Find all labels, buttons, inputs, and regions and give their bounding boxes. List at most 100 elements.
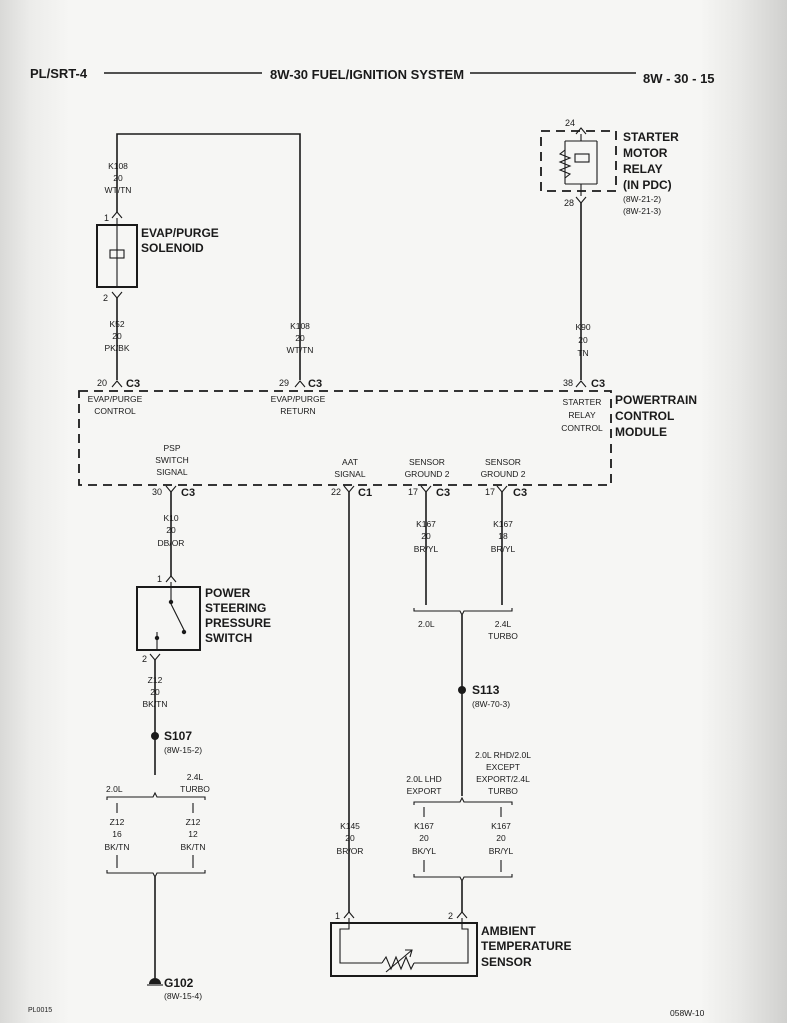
pcm-pin-sensor-ground-a: SENSOR GROUND 2 17 C3 — [405, 457, 451, 499]
svg-text:BR/YL: BR/YL — [489, 846, 514, 856]
svg-text:STARTER: STARTER — [563, 397, 602, 407]
svg-text:SIGNAL: SIGNAL — [156, 467, 187, 477]
component-label: MOTOR — [623, 146, 668, 160]
svg-text:2.0L: 2.0L — [418, 619, 435, 629]
svg-text:K52: K52 — [109, 319, 124, 329]
svg-text:22: 22 — [331, 487, 341, 497]
svg-text:MODULE: MODULE — [615, 425, 667, 439]
svg-text:Z12: Z12 — [148, 675, 163, 685]
svg-text:20: 20 — [295, 333, 305, 343]
svg-text:1: 1 — [104, 213, 109, 223]
svg-text:SENSOR: SENSOR — [481, 955, 532, 969]
powertrain-control-module-box — [78, 390, 612, 486]
svg-text:RETURN: RETURN — [280, 406, 315, 416]
svg-text:K108: K108 — [108, 161, 128, 171]
svg-text:2.0L: 2.0L — [106, 784, 123, 794]
wire-label-k167-d: K167 20 BR/YL — [489, 821, 514, 856]
svg-text:20: 20 — [150, 687, 160, 697]
svg-text:SIGNAL: SIGNAL — [334, 469, 365, 479]
svg-text:SOLENOID: SOLENOID — [141, 241, 204, 255]
wire-label-z12-mid: Z12 20 BK/TN — [142, 675, 167, 709]
svg-text:EVAP/PURGE: EVAP/PURGE — [88, 394, 143, 404]
svg-text:1: 1 — [157, 574, 162, 584]
svg-text:20: 20 — [97, 378, 107, 388]
svg-text:GROUND 2: GROUND 2 — [405, 469, 450, 479]
wire-label-k167-c: K167 20 BK/YL — [412, 821, 436, 856]
svg-text:BK/TN: BK/TN — [180, 842, 205, 852]
variant-split-s107: 2.0L 2.4L TURBO — [106, 772, 210, 800]
svg-text:C3: C3 — [436, 487, 450, 499]
svg-text:SENSOR: SENSOR — [409, 457, 445, 467]
header-page: 8W - 30 - 15 — [643, 71, 715, 86]
svg-text:C3: C3 — [126, 378, 140, 390]
svg-text:K90: K90 — [575, 322, 590, 332]
evap-purge-solenoid: 1 2 EVAP/PURGE SOLENOID — [96, 211, 219, 303]
svg-text:EXPORT/2.4L: EXPORT/2.4L — [476, 774, 530, 784]
ambient-temperature-sensor: 1 2 AMBIENT TEMPERATURE SENSOR — [330, 911, 571, 977]
svg-text:(8W-70-3): (8W-70-3) — [472, 699, 510, 709]
svg-text:TEMPERATURE: TEMPERATURE — [481, 939, 571, 953]
svg-text:2.0L LHD: 2.0L LHD — [406, 774, 442, 784]
svg-text:20: 20 — [112, 331, 122, 341]
svg-text:G102: G102 — [164, 976, 194, 990]
svg-text:POWER: POWER — [205, 586, 251, 600]
svg-text:EVAP/PURGE: EVAP/PURGE — [271, 394, 326, 404]
wire-label-k145: K145 20 BR/OR — [337, 821, 364, 856]
svg-text:2.4L: 2.4L — [495, 619, 512, 629]
svg-text:CONTROL: CONTROL — [94, 406, 136, 416]
svg-text:STEERING: STEERING — [205, 601, 266, 615]
svg-text:K167: K167 — [414, 821, 434, 831]
variant-merge-s113 — [413, 608, 513, 617]
reference-label: (8W-21-2) — [623, 194, 661, 204]
pcm-label: POWERTRAIN CONTROL MODULE — [615, 393, 697, 439]
svg-text:RELAY: RELAY — [568, 410, 596, 420]
svg-text:K108: K108 — [290, 321, 310, 331]
wire-label-k167-b: K167 18 BR/YL — [491, 519, 516, 554]
svg-text:C3: C3 — [591, 378, 605, 390]
reference-label: (8W-21-3) — [623, 206, 661, 216]
svg-text:1: 1 — [335, 911, 340, 921]
wire-label-k167-a: K167 20 BR/YL — [414, 519, 439, 554]
component-label: STARTER — [623, 130, 679, 144]
svg-text:20: 20 — [496, 833, 506, 843]
wire-label-z12-right: Z12 12 BK/TN — [180, 817, 205, 852]
svg-text:20: 20 — [419, 833, 429, 843]
pcm-pin-psp-signal: PSP SWITCH SIGNAL 30 C3 — [152, 443, 195, 499]
variant-merge-ats — [413, 874, 513, 883]
svg-text:C3: C3 — [308, 378, 322, 390]
footer-right: 058W-10 — [670, 1008, 705, 1018]
svg-text:2: 2 — [103, 293, 108, 303]
svg-text:Z12: Z12 — [110, 817, 125, 827]
svg-text:PRESSURE: PRESSURE — [205, 616, 271, 630]
svg-text:(8W-15-4): (8W-15-4) — [164, 991, 202, 1001]
svg-text:BK/TN: BK/TN — [104, 842, 129, 852]
svg-text:18: 18 — [498, 531, 508, 541]
svg-text:POWERTRAIN: POWERTRAIN — [615, 393, 697, 407]
svg-text:17: 17 — [485, 487, 495, 497]
svg-text:20: 20 — [578, 335, 588, 345]
svg-text:TURBO: TURBO — [488, 786, 518, 796]
splice-s107: S107 (8W-15-2) — [151, 729, 202, 755]
svg-text:CONTROL: CONTROL — [561, 423, 603, 433]
pcm-pin-evap-return: 29 C3 EVAP/PURGE RETURN — [271, 378, 326, 416]
component-label: (IN PDC) — [623, 178, 672, 192]
svg-text:2: 2 — [142, 654, 147, 664]
svg-text:20: 20 — [345, 833, 355, 843]
svg-text:BR/YL: BR/YL — [491, 544, 516, 554]
splice-s113: S113 (8W-70-3) — [458, 683, 510, 709]
svg-text:12: 12 — [188, 829, 198, 839]
pcm-pin-aat-signal: AAT SIGNAL 22 C1 — [331, 457, 372, 499]
wire-label-k108-mid: K108 20 WT/TN — [287, 321, 314, 355]
svg-text:16: 16 — [112, 829, 122, 839]
svg-text:EVAP/PURGE: EVAP/PURGE — [141, 226, 219, 240]
svg-text:BK/TN: BK/TN — [142, 699, 167, 709]
svg-text:C1: C1 — [358, 487, 372, 499]
svg-text:WT/TN: WT/TN — [287, 345, 314, 355]
component-label: RELAY — [623, 162, 663, 176]
svg-text:S113: S113 — [472, 683, 500, 697]
wire-label-k108-top: K108 20 WT/TN — [105, 161, 132, 195]
svg-text:S107: S107 — [164, 729, 192, 743]
svg-text:20: 20 — [166, 525, 176, 535]
svg-text:20: 20 — [421, 531, 431, 541]
